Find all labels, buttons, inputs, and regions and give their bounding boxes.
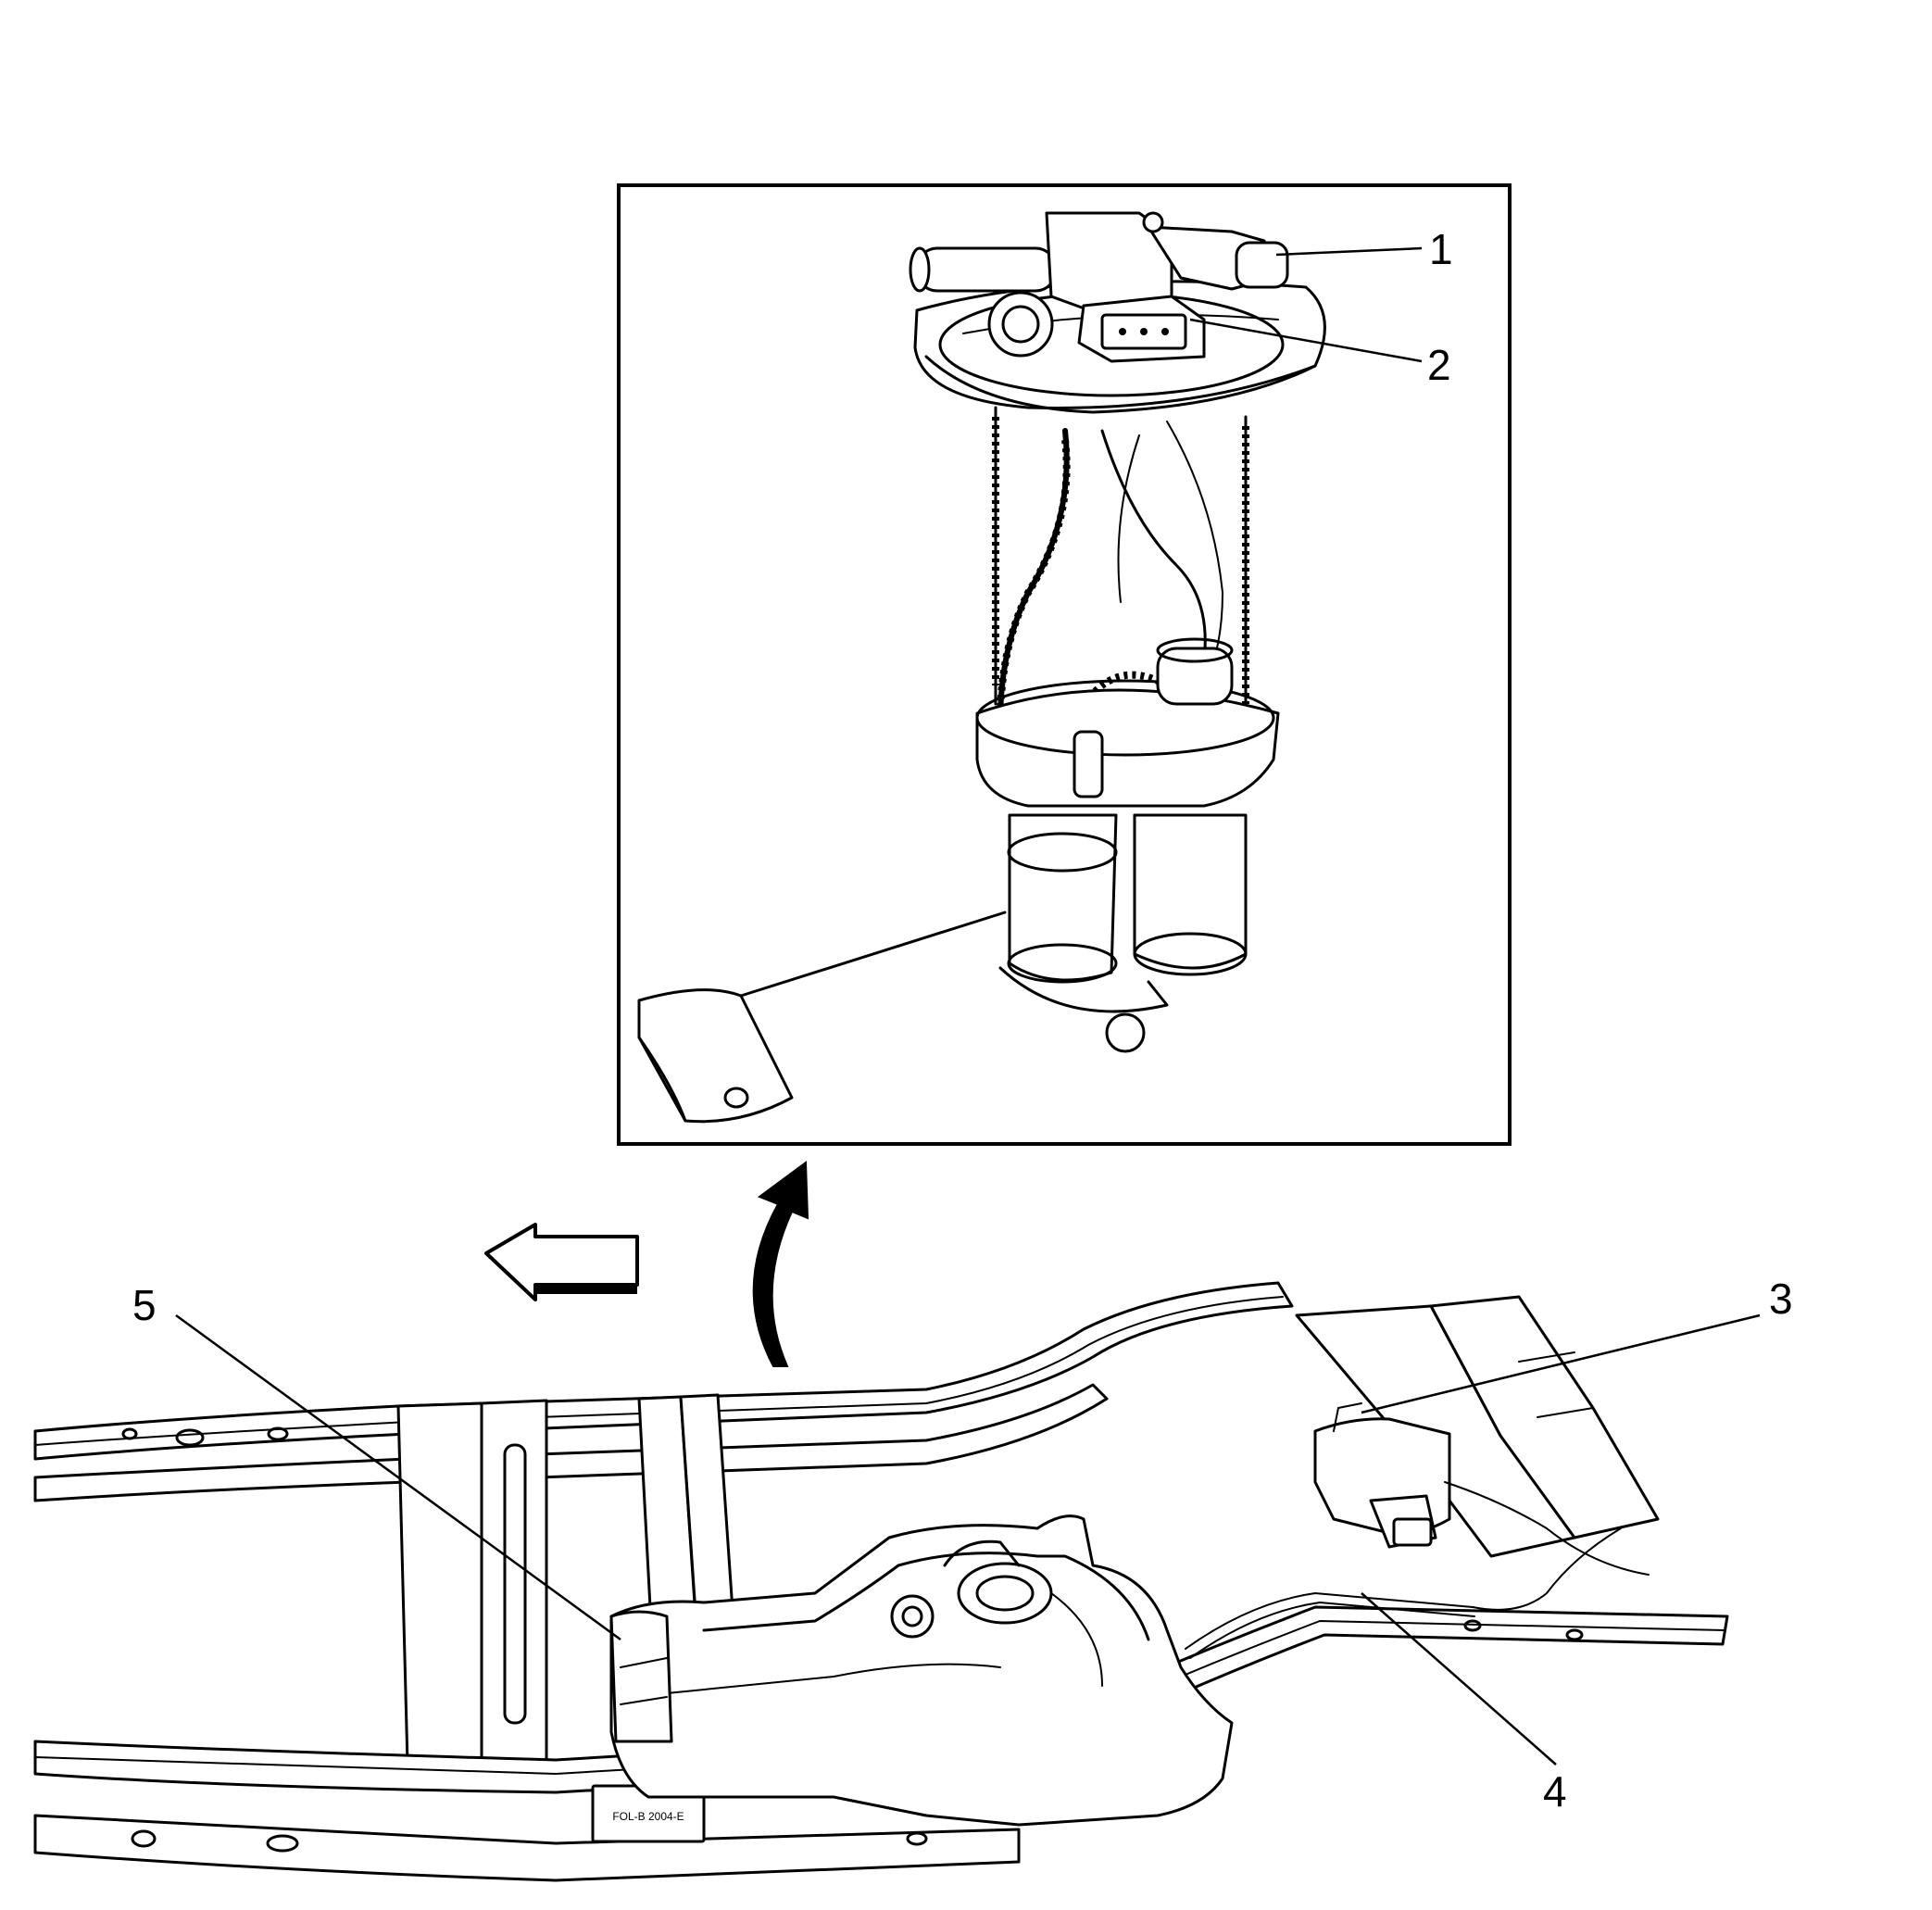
reservoir-cup [975,637,1280,808]
leader-5 [175,1313,621,1641]
leader-3 [1361,1313,1761,1414]
callout-1: 1 [1429,225,1453,273]
electrical-connector [1077,295,1206,363]
fuel-lines [1185,1481,1650,1659]
guide-rods [992,406,1249,715]
leader-4 [1361,1592,1557,1765]
evap-connector [1142,211,1289,291]
fuel-tank [609,1514,1234,1827]
fuel-pump-module-installed [890,1539,1103,1687]
callout-3: 3 [1769,1275,1793,1323]
fuel-pump-module-inset [617,183,1512,1146]
forward-direction-arrow-icon [484,1223,639,1301]
leader-1 [1275,246,1423,257]
evap-canister [1313,1402,1451,1549]
fuel-level-sender-float [637,911,1007,1124]
callout-4: 4 [1543,1767,1567,1816]
leader-2 [1189,318,1423,363]
frame-part-stamp: FOL-B 2004-E [612,1810,684,1823]
callout-2: 2 [1427,341,1451,389]
frame-holes [121,1426,1584,1853]
fuel-pump-body [998,813,1248,1053]
fuel-tank-front-section [609,1610,673,1743]
callout-5: 5 [132,1281,157,1329]
curved-detail-arrow-icon [752,1161,809,1367]
fuel-outlet-fitting [909,211,1173,358]
